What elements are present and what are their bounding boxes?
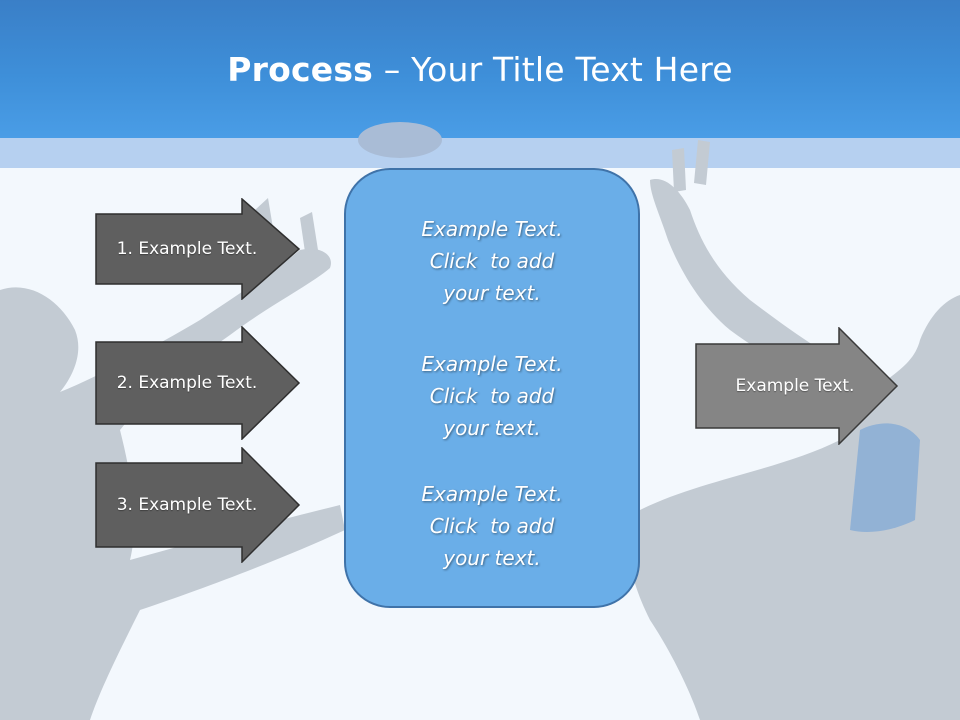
center-paragraph-3[interactable]: Example Text. Click to add your text. bbox=[344, 478, 640, 574]
paragraph-line: Click to add bbox=[429, 249, 555, 273]
arrow-shape-1[interactable] bbox=[95, 198, 301, 300]
title-bold: Process bbox=[227, 50, 374, 89]
arrow-label-output: Example Text. bbox=[735, 376, 855, 396]
arrow-label-2: 2. Example Text. bbox=[116, 373, 258, 393]
paragraph-line: Click to add bbox=[429, 384, 555, 408]
title-bar bbox=[0, 0, 960, 138]
paragraph-line: Example Text. bbox=[421, 217, 563, 241]
arrow-label-1: 1. Example Text. bbox=[116, 239, 258, 259]
title-rest: – Your Title Text Here bbox=[373, 50, 733, 89]
center-paragraph-2[interactable]: Example Text. Click to add your text. bbox=[344, 348, 640, 444]
center-paragraph-1[interactable]: Example Text. Click to add your text. bbox=[344, 213, 640, 309]
arrow-shape-3[interactable] bbox=[95, 447, 301, 563]
paragraph-line: your text. bbox=[443, 546, 541, 570]
header-band bbox=[0, 138, 960, 168]
slide-title: Process – Your Title Text Here bbox=[0, 50, 960, 89]
paragraph-line: your text. bbox=[443, 416, 541, 440]
paragraph-line: Click to add bbox=[429, 514, 555, 538]
arrow-shape-output[interactable] bbox=[695, 327, 899, 445]
paragraph-line: your text. bbox=[443, 281, 541, 305]
paragraph-line: Example Text. bbox=[421, 352, 563, 376]
arrow-shape-2[interactable] bbox=[95, 326, 301, 440]
arrow-label-3: 3. Example Text. bbox=[116, 495, 258, 515]
center-text-box[interactable] bbox=[344, 168, 640, 608]
paragraph-line: Example Text. bbox=[421, 482, 563, 506]
